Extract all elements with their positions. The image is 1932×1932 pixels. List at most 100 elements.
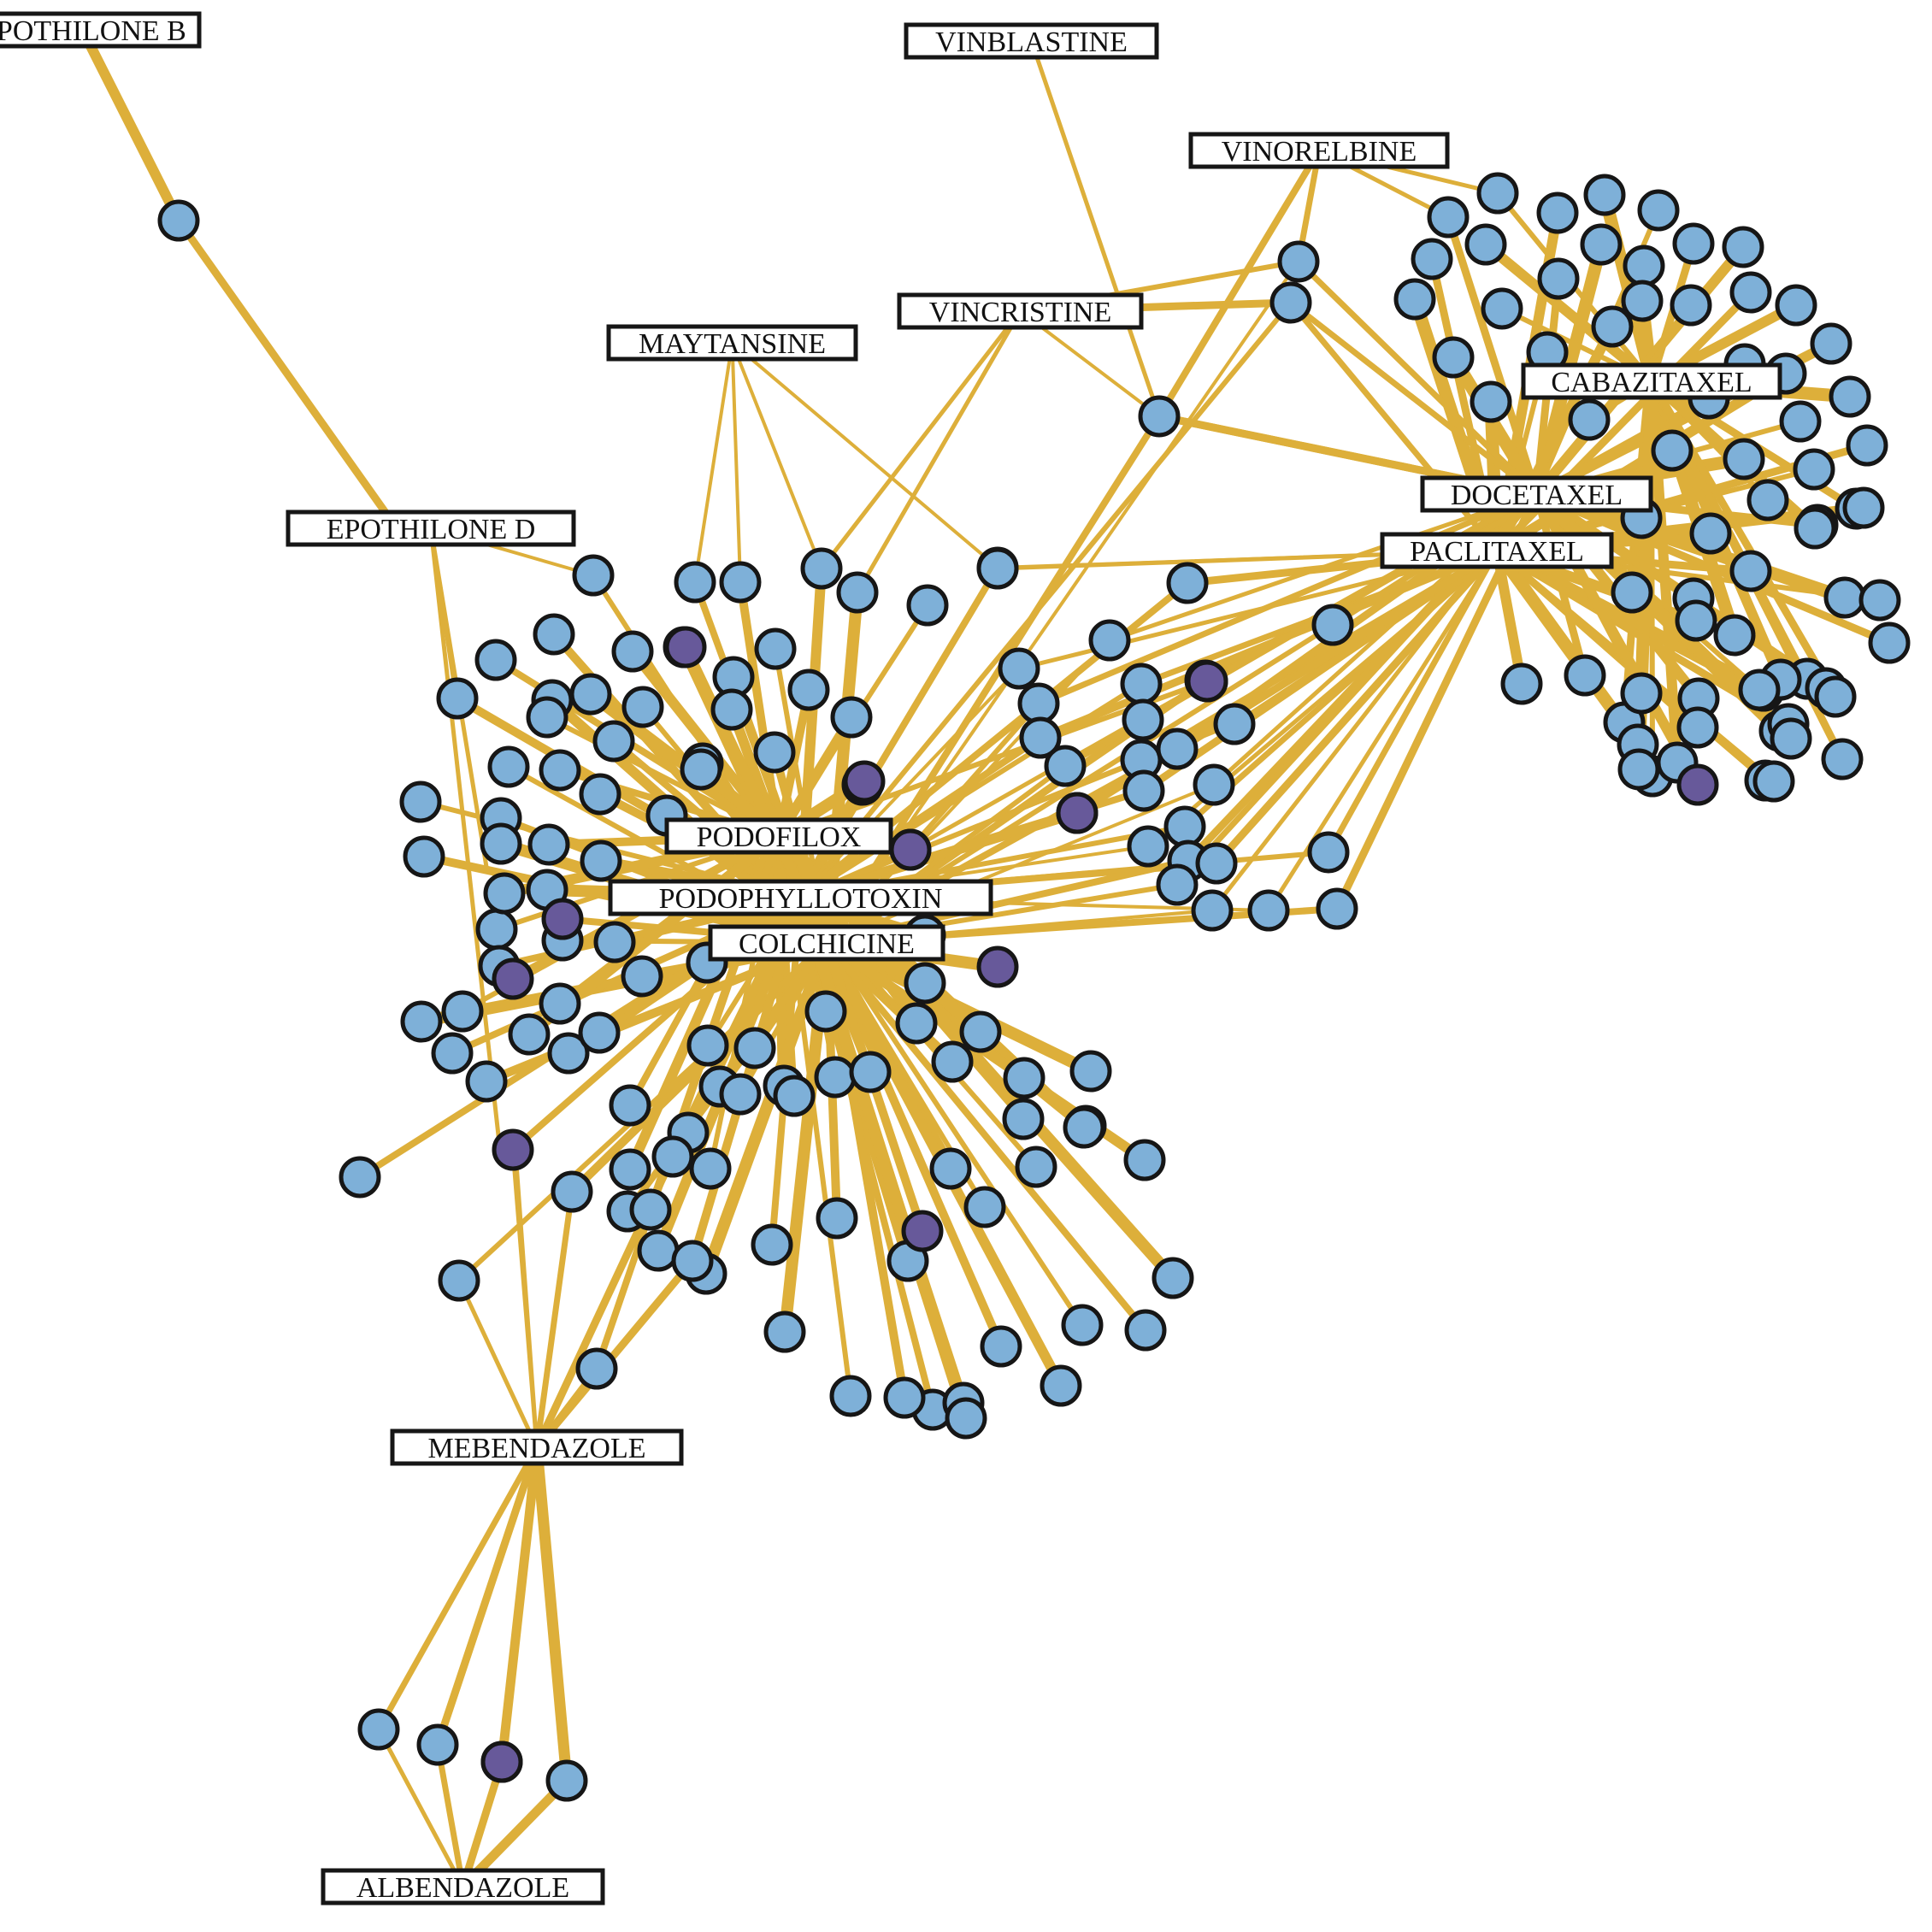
drug-label-text: CABAZITAXEL bbox=[1551, 367, 1752, 398]
drug-label-text: PACLITAXEL bbox=[1410, 536, 1584, 568]
network-node-186 bbox=[1868, 621, 1911, 664]
network-node-38 bbox=[527, 823, 570, 866]
network-node-133 bbox=[1191, 889, 1234, 932]
network-node-115 bbox=[1088, 619, 1131, 662]
drug-label-docetaxel: DOCETAXEL bbox=[1420, 475, 1653, 513]
edge-93 bbox=[823, 939, 1149, 1334]
edge-238 bbox=[798, 667, 1021, 899]
network-node-88 bbox=[816, 1197, 858, 1240]
network-node-66 bbox=[814, 1056, 857, 1099]
edge-135 bbox=[730, 341, 742, 584]
network-node-1 bbox=[357, 1708, 400, 1751]
edge-137 bbox=[730, 341, 823, 570]
drug-label-box bbox=[664, 817, 893, 855]
network-node-78 bbox=[849, 1051, 892, 1093]
network-node-13 bbox=[533, 613, 575, 656]
network-node-101 bbox=[829, 1375, 872, 1417]
drug-label-colchicine: COLCHICINE bbox=[708, 924, 945, 962]
network-node-35 bbox=[680, 748, 722, 791]
network-node-147 bbox=[1722, 226, 1764, 268]
network-node-96 bbox=[1061, 1304, 1104, 1346]
edge-282 bbox=[1295, 258, 1540, 498]
network-node-5 bbox=[480, 1741, 523, 1783]
network-node-60 bbox=[547, 1032, 590, 1075]
network-node-32 bbox=[539, 749, 581, 792]
edge-19 bbox=[775, 686, 813, 840]
network-node-55 bbox=[400, 1000, 443, 1043]
drug-label-text: MAYTANSINE bbox=[639, 328, 826, 360]
network-node-44 bbox=[483, 872, 526, 915]
network-node-120 bbox=[1019, 716, 1062, 759]
network-node-187 bbox=[1675, 599, 1717, 642]
drug-label-text: EPOTHILONE B bbox=[0, 15, 186, 47]
drug-label-box bbox=[1188, 132, 1450, 169]
network-node-16 bbox=[754, 627, 797, 670]
drug-label-podofilox: PODOFILOX bbox=[664, 817, 893, 855]
drug-label-text: DOCETAXEL bbox=[1451, 480, 1623, 511]
network-node-90 bbox=[929, 1147, 972, 1190]
drug-label-box bbox=[390, 1428, 684, 1466]
network-node-36 bbox=[399, 780, 442, 823]
edge-283 bbox=[1287, 299, 1540, 498]
network-node-14 bbox=[611, 630, 654, 673]
network-node-176 bbox=[1611, 571, 1653, 614]
network-node-56 bbox=[441, 990, 484, 1033]
network-node-7 bbox=[674, 561, 716, 604]
drug-label-text: VINBLASTINE bbox=[935, 27, 1128, 58]
edge-122 bbox=[375, 1444, 540, 1733]
network-node-142 bbox=[1411, 238, 1453, 280]
network-node-59 bbox=[508, 1013, 551, 1056]
network-node-92 bbox=[1002, 1098, 1045, 1140]
network-node-52 bbox=[733, 1027, 776, 1069]
network-node-137 bbox=[1476, 172, 1519, 215]
drug-label-text: ALBENDAZOLE bbox=[356, 1872, 569, 1904]
node-layer bbox=[157, 172, 1911, 1802]
network-node-116 bbox=[1120, 663, 1163, 705]
network-node-100 bbox=[763, 1311, 806, 1353]
network-node-127 bbox=[1193, 763, 1235, 806]
network-node-119 bbox=[1017, 682, 1060, 725]
network-node-95 bbox=[1152, 1257, 1194, 1299]
network-node-40 bbox=[480, 822, 522, 865]
network-node-97 bbox=[1124, 1309, 1167, 1352]
network-node-8 bbox=[719, 561, 762, 604]
network-node-86 bbox=[689, 1147, 732, 1190]
network-node-51 bbox=[686, 1024, 729, 1067]
edge-242 bbox=[797, 734, 1044, 901]
network-node-91 bbox=[963, 1186, 1006, 1228]
network-node-198 bbox=[1564, 654, 1606, 697]
network-node-70 bbox=[1069, 1050, 1112, 1093]
edge-95 bbox=[795, 892, 1066, 1391]
edge-144 bbox=[1156, 147, 1322, 420]
network-node-26 bbox=[526, 696, 568, 739]
network-node-11 bbox=[906, 584, 949, 627]
network-node-201 bbox=[1738, 669, 1781, 711]
network-node-210 bbox=[541, 898, 584, 940]
network-node-155 bbox=[1775, 284, 1817, 327]
drug-label-text: PODOFILOX bbox=[697, 822, 862, 853]
drug-label-mebendazole: MEBENDAZOLE bbox=[390, 1428, 684, 1466]
network-node-199 bbox=[1500, 663, 1543, 705]
network-node-154 bbox=[1729, 271, 1772, 314]
network-node-219 bbox=[889, 828, 932, 871]
network-node-130 bbox=[1127, 825, 1169, 868]
drug-label-text: PODOPHYLLOTOXIN bbox=[659, 883, 943, 915]
network-node-112 bbox=[976, 547, 1019, 590]
drug-label-vincristine: VINCRISTINE bbox=[897, 292, 1144, 330]
network-node-194 bbox=[1821, 738, 1864, 780]
network-node-208 bbox=[843, 760, 886, 803]
edge-127 bbox=[459, 1758, 506, 1891]
edge-138 bbox=[1029, 38, 1162, 419]
network-node-58 bbox=[465, 1060, 508, 1103]
drug-label-text: VINCRISTINE bbox=[929, 297, 1111, 328]
network-node-99 bbox=[1040, 1364, 1082, 1407]
network-node-109 bbox=[1277, 240, 1320, 283]
network-node-21 bbox=[621, 686, 664, 728]
network-node-215 bbox=[492, 1128, 534, 1171]
network-node-17 bbox=[474, 639, 517, 681]
network-node-145 bbox=[1623, 244, 1665, 287]
edge-117 bbox=[533, 1257, 697, 1452]
drug-label-box bbox=[1380, 532, 1614, 569]
network-node-164 bbox=[1829, 375, 1871, 418]
